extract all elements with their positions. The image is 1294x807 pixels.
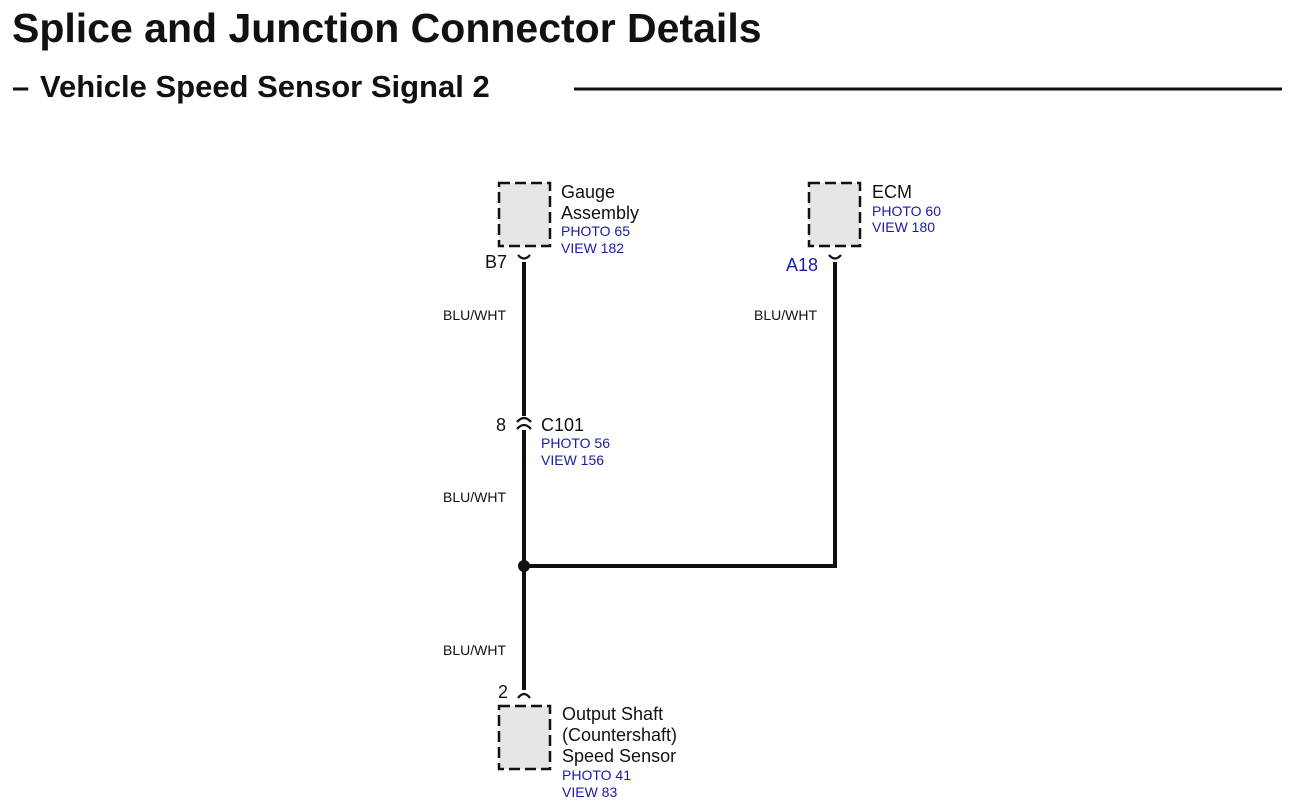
gauge-terminal-icon [517, 254, 531, 260]
gauge-assembly-photo-ref: PHOTO 65 [561, 223, 630, 239]
speed-sensor-pin-label: 2 [498, 682, 508, 702]
speed-sensor-box [497, 704, 552, 771]
speed-sensor-name-line3: Speed Sensor [562, 746, 676, 766]
c101-connector-upper-icon [516, 416, 532, 423]
gauge-pin-label: B7 [485, 252, 507, 272]
subtitle-dash: – [12, 69, 29, 104]
speed-sensor-name-line1: Output Shaft [562, 704, 663, 724]
gauge-assembly-component: Gauge Assembly PHOTO 65 VIEW 182 B7 [485, 181, 639, 272]
ecm-pin-label: A18 [786, 255, 818, 275]
page-subtitle: Vehicle Speed Sensor Signal 2 [40, 69, 490, 104]
gauge-assembly-view-ref: VIEW 182 [561, 240, 624, 256]
gauge-assembly-name-line1: Gauge [561, 182, 615, 202]
wire-label-gauge-c101: BLU/WHT [443, 307, 506, 323]
c101-connector: 8 C101 PHOTO 56 VIEW 156 [496, 415, 610, 468]
ecm-name: ECM [872, 182, 912, 202]
gauge-assembly-name-line2: Assembly [561, 203, 639, 223]
c101-photo-ref: PHOTO 56 [541, 435, 610, 451]
c101-connector-lower-icon [516, 423, 532, 430]
speed-sensor-photo-ref: PHOTO 41 [562, 767, 631, 783]
c101-name: C101 [541, 415, 584, 435]
ecm-box [807, 181, 862, 248]
gauge-assembly-box [497, 181, 552, 248]
c101-pin-label: 8 [496, 415, 506, 435]
wire-label-c101-splice: BLU/WHT [443, 489, 506, 505]
c101-view-ref: VIEW 156 [541, 452, 604, 468]
ecm-component: ECM PHOTO 60 VIEW 180 A18 [786, 181, 941, 275]
ecm-photo-ref: PHOTO 60 [872, 203, 941, 219]
speed-sensor-view-ref: VIEW 83 [562, 784, 617, 800]
speed-sensor-name-line2: (Countershaft) [562, 725, 677, 745]
ecm-terminal-icon [828, 254, 842, 260]
wire-label-splice-sensor: BLU/WHT [443, 642, 506, 658]
speed-sensor-terminal-icon [517, 692, 531, 699]
wire-label-ecm: BLU/WHT [754, 307, 817, 323]
speed-sensor-component: 2 Output Shaft (Countershaft) Speed Sens… [497, 682, 677, 800]
splice-point [518, 560, 530, 572]
page-title: Splice and Junction Connector Details [12, 5, 762, 51]
ecm-view-ref: VIEW 180 [872, 219, 935, 235]
